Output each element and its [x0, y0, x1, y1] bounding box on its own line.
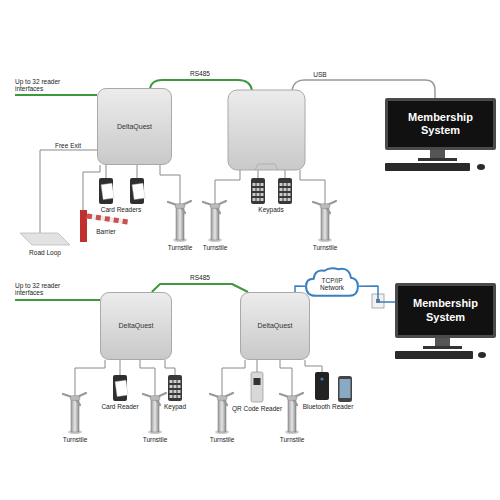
smartphone — [338, 376, 352, 402]
network-cloud: TCP/IP Network — [305, 266, 359, 298]
controller-box — [228, 90, 305, 170]
keypad — [168, 375, 182, 401]
device-label: Turnstile — [63, 436, 88, 443]
network-cable — [152, 284, 248, 292]
device-label: Barrier — [96, 228, 116, 235]
device-label: USB — [313, 71, 326, 78]
device-label: RS485 — [190, 70, 210, 77]
device-label: Turnstile — [210, 436, 235, 443]
device-label: Road Loop — [29, 249, 61, 256]
card-reader — [99, 178, 145, 204]
screen-text: Membership System — [398, 297, 493, 323]
device-label: Up to 32 reader interfaces — [15, 78, 73, 93]
controller-name: DeltaQuest — [257, 322, 292, 330]
device-label: Turnstile — [203, 244, 228, 251]
card-reader — [113, 375, 128, 401]
controller-box: DeltaQuest — [97, 88, 172, 165]
device-label: Card Readers — [101, 206, 141, 213]
device-label: QR Code Reader — [232, 405, 282, 412]
turnstile — [63, 201, 336, 434]
keypad — [251, 178, 292, 204]
monitor-screen: Membership System — [385, 98, 496, 150]
network-label: TCP/IP Network — [313, 277, 351, 292]
road-loop — [20, 233, 70, 245]
device-label: Free Exit — [55, 142, 81, 149]
device-label: Bluetooth Reader — [303, 403, 354, 410]
barrier — [80, 210, 128, 242]
monitor-screen: Membership System — [395, 283, 496, 338]
usb-cable — [292, 80, 435, 98]
controller-name: DeltaQuest — [118, 322, 153, 330]
controller-name: DeltaQuest — [117, 123, 152, 131]
device-label: Card Reader — [101, 403, 138, 410]
device-label: Turnstile — [280, 436, 305, 443]
bluetooth-reader — [315, 372, 329, 400]
device-label: Keypads — [258, 206, 283, 213]
controller-box: DeltaQuest — [240, 292, 310, 360]
device-label: Turnstile — [143, 436, 168, 443]
controller-box: DeltaQuest — [100, 292, 172, 360]
connection-label: RS485 — [189, 274, 211, 281]
device-label: Keypad — [164, 403, 186, 410]
device-label: Turnstile — [313, 244, 338, 251]
device-label: Turnstile — [168, 244, 193, 251]
rs485-line — [15, 80, 252, 300]
device-wire — [40, 150, 325, 396]
device-label: Up to 32 reader interfaces — [15, 282, 73, 297]
network-cable — [359, 286, 395, 302]
screen-text: Membership System — [388, 111, 493, 137]
qr-code-reader — [251, 372, 263, 402]
